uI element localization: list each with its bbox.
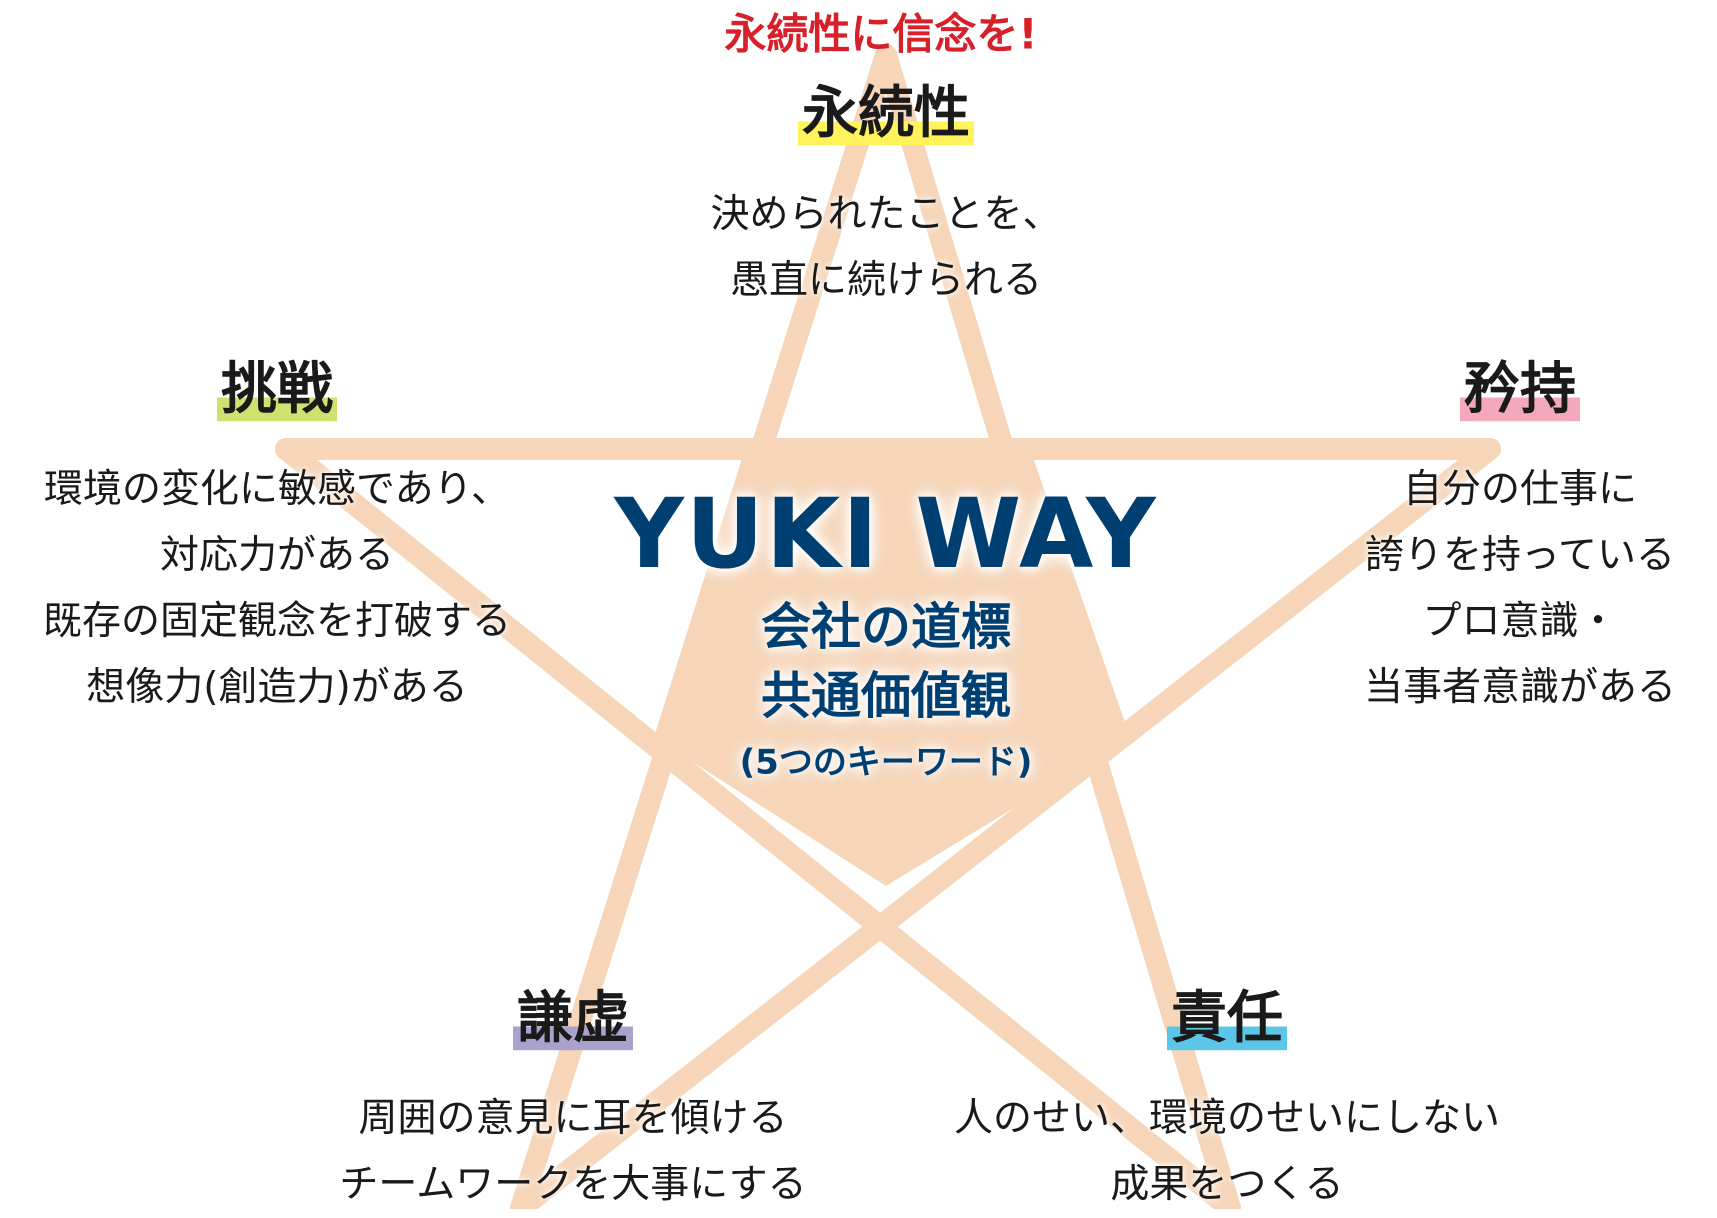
- description-line: 環境の変化に敏感であり、: [43, 467, 511, 512]
- keyword-chosen-description: 環境の変化に敏感であり、 対応力がある 既存の固定観念を打破する 想像力(創造力…: [43, 457, 511, 721]
- description-line: 想像力(創造力)がある: [86, 665, 468, 710]
- description-line: 決められたことを、: [710, 192, 1062, 237]
- star-arm: [275, 438, 1241, 1209]
- description-line: チームワークを大事にする: [339, 1162, 807, 1207]
- center-subtitle-2: 共通価値観: [761, 667, 1011, 725]
- keyword-eizokusei-description: 決められたことを、 愚直に続けられる: [710, 182, 1061, 314]
- keyword-chosen: 挑戦: [217, 359, 337, 421]
- description-line: 人のせい、環境のせいにしない: [953, 1096, 1501, 1141]
- star-arm: [510, 438, 1501, 1209]
- description-line: 成果をつくる: [1110, 1162, 1344, 1207]
- description-line: プロ意識・: [1422, 599, 1618, 644]
- description-line: 愚直に続けられる: [729, 258, 1043, 303]
- description-line: 対応力がある: [159, 533, 395, 578]
- description-line: 周囲の意見に耳を傾ける: [358, 1096, 788, 1141]
- center-title: YUKI WAY: [614, 478, 1158, 590]
- center-subtitle-1: 会社の道標: [761, 598, 1011, 656]
- center-subtitle-3: (5つのキーワード): [739, 742, 1033, 783]
- keyword-sekinin: 責任: [1167, 988, 1287, 1050]
- keyword-kyoji-description: 自分の仕事に 誇りを持っている プロ意識・ 当事者意識がある: [1364, 457, 1676, 721]
- keyword-eizokusei: 永続性: [798, 83, 974, 145]
- description-line: 当事者意識がある: [1363, 665, 1677, 710]
- star-center-fill: [654, 449, 1130, 886]
- description-line: 誇りを持っている: [1364, 533, 1676, 578]
- description-line: 自分の仕事に: [1402, 467, 1638, 512]
- keyword-kyoji: 矜持: [1460, 359, 1580, 421]
- keyword-sekinin-description: 人のせい、環境のせいにしない 成果をつくる: [954, 1086, 1500, 1218]
- description-line: 既存の固定観念を打破する: [42, 599, 512, 644]
- tagline: 永続性に信念を!: [724, 9, 1038, 59]
- keyword-kenkyo-description: 周囲の意見に耳を傾ける チームワークを大事にする: [339, 1086, 806, 1218]
- keyword-kenkyo: 謙虚: [513, 988, 633, 1050]
